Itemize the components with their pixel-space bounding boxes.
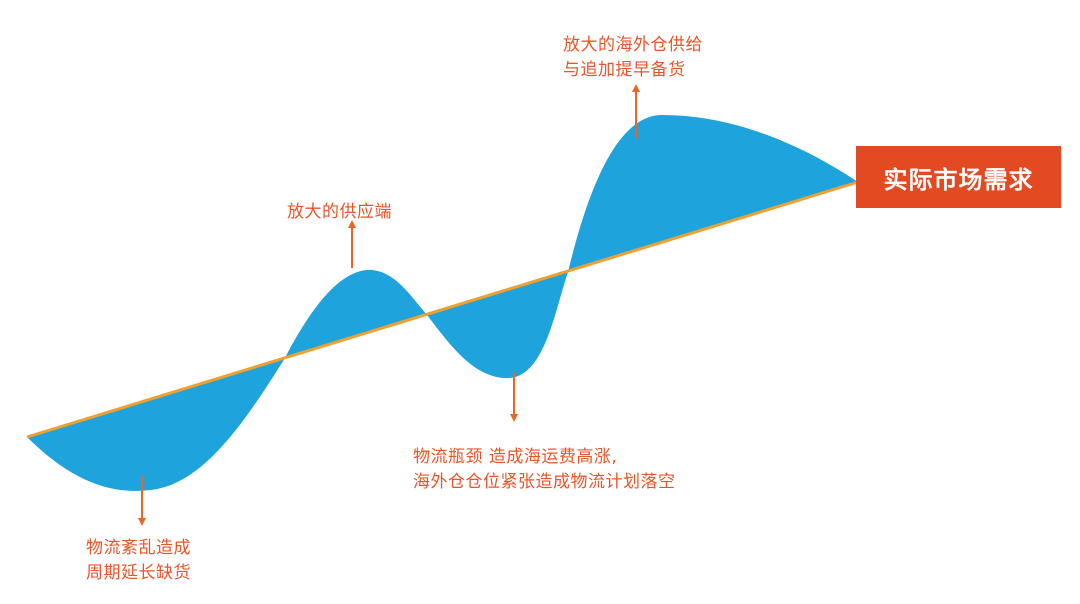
demand-trend-line [26, 180, 859, 439]
annotation-line: 放大的海外仓供给 [563, 35, 703, 55]
annotation-line: 与追加提早备货 [563, 60, 686, 80]
annotation-line: 海外仓仓位紧张造成物流计划落空 [413, 472, 676, 492]
annotation-line: 物流瓶颈 造成海运费高涨, [413, 447, 618, 467]
wave-area-1 [27, 358, 285, 491]
wave-area-4 [568, 115, 858, 272]
annotation-line: 周期延长缺货 [86, 563, 191, 583]
wave-area-2 [285, 269, 427, 358]
annotation-logistics-bottleneck: 物流瓶颈 造成海运费高涨, 海外仓仓位紧张造成物流计划落空 [413, 445, 676, 495]
annotation-amplified-supply: 放大的供应端 [287, 200, 392, 225]
annotation-line: 物流紊乱造成 [86, 538, 191, 558]
annotation-logistics-disorder: 物流紊乱造成 周期延长缺货 [86, 536, 191, 586]
annotation-overseas-warehouse: 放大的海外仓供给 与追加提早备货 [563, 33, 703, 83]
demand-label: 实际市场需求 [883, 165, 1034, 194]
demand-label-box [856, 146, 1061, 208]
wave-area-3 [427, 272, 568, 379]
annotation-line: 放大的供应端 [287, 202, 392, 222]
